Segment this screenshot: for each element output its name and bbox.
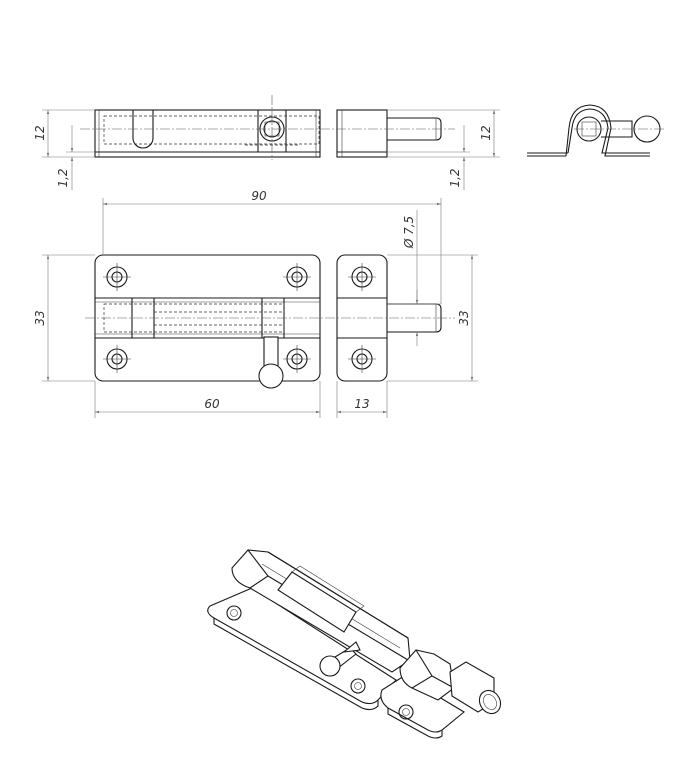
screw-hole-top-left xyxy=(103,263,131,291)
dim-base-length: 60 xyxy=(204,397,220,411)
screw-hole-top-right xyxy=(283,263,311,291)
dim-sheet-left: 1,2 xyxy=(56,168,70,187)
dim-thickness-left: 12 xyxy=(33,125,47,140)
dim-sheet-right: 1,2 xyxy=(448,168,462,187)
dim-thickness-right: 12 xyxy=(479,125,493,140)
screw-hole-keeper-bottom xyxy=(348,345,376,373)
end-view xyxy=(527,104,664,157)
isometric-view xyxy=(207,549,502,739)
dim-overall-length: 90 xyxy=(251,189,267,203)
dim-bolt-diameter: Ø 7,5 xyxy=(402,216,416,249)
dim-height-right: 33 xyxy=(457,310,471,325)
front-view: 90 Ø 7,5 33 33 60 13 xyxy=(33,189,478,418)
screw-hole-bottom-right xyxy=(283,345,311,373)
side-view: 12 1,2 12 1,2 xyxy=(33,95,500,190)
screw-hole-keeper-top xyxy=(348,263,376,291)
screw-hole-bottom-left xyxy=(103,345,131,373)
dim-keeper-length: 13 xyxy=(354,397,369,411)
dim-height-left: 33 xyxy=(33,310,47,325)
